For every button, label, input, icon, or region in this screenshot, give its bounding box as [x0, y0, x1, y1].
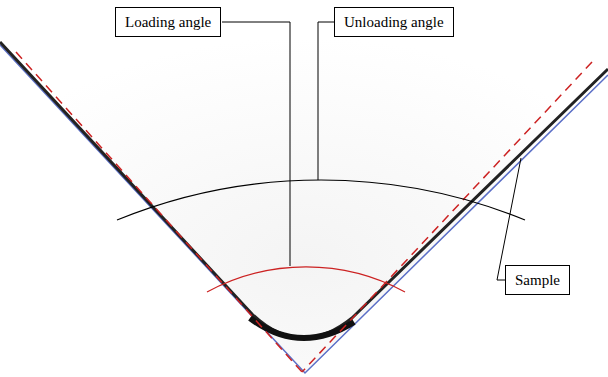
leader-line [222, 22, 290, 266]
leader-line [497, 158, 521, 280]
callout-box: Sample [505, 265, 570, 295]
callout-box: Unloading angle [334, 7, 454, 37]
loading-tangent [302, 62, 592, 372]
callout-box: Loading angle [115, 7, 221, 37]
loading-arc [207, 267, 405, 292]
leader-line [318, 22, 334, 180]
die-line [0, 45, 608, 373]
callout-label: Unloading angle [344, 14, 444, 30]
callout-label: Loading angle [125, 14, 211, 30]
sample-bend [250, 318, 354, 338]
unloading-arc [117, 180, 525, 220]
loading-tangent [16, 52, 302, 372]
callout-label: Sample [515, 272, 560, 288]
sample-strip [0, 42, 608, 338]
